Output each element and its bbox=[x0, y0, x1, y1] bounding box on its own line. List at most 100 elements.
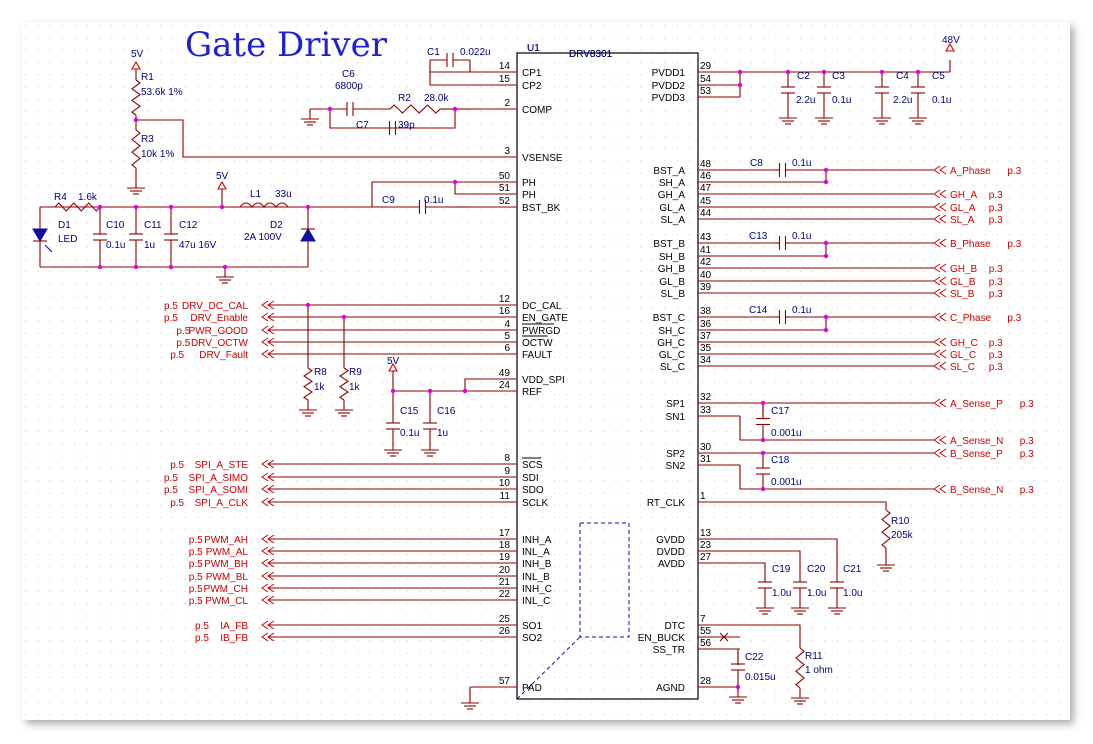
led-d1 bbox=[32, 228, 48, 243]
net-flag bbox=[267, 558, 275, 568]
net-label: DRV_OCTW bbox=[191, 338, 249, 349]
pin-number: 25 bbox=[499, 614, 511, 625]
pin-name: SH_B bbox=[659, 252, 685, 263]
net-flag bbox=[261, 620, 269, 630]
pin-name: SH_A bbox=[659, 178, 685, 189]
wire bbox=[131, 129, 141, 169]
pin-name: GL_A bbox=[659, 203, 685, 214]
pin-number: 11 bbox=[500, 491, 511, 502]
net-flag bbox=[267, 620, 275, 630]
net-flag bbox=[267, 472, 275, 482]
junction-dot bbox=[760, 486, 766, 492]
net-flag bbox=[267, 300, 275, 310]
component-label: 1.0u bbox=[807, 588, 826, 599]
component-label: C21 bbox=[843, 564, 862, 575]
component-label: C18 bbox=[771, 455, 790, 466]
component-label: C4 bbox=[896, 71, 909, 82]
net-label: B_Phase bbox=[950, 239, 991, 250]
pin-number: 24 bbox=[499, 380, 511, 391]
net-flag bbox=[933, 214, 941, 224]
net-flag bbox=[261, 571, 269, 581]
power-arrow bbox=[388, 362, 398, 372]
net-flag bbox=[933, 238, 941, 248]
net-label: PWM_CL bbox=[205, 596, 248, 607]
page-title: Gate Driver bbox=[185, 25, 388, 65]
pin-name: REF bbox=[522, 387, 542, 398]
net-flag bbox=[939, 337, 947, 347]
net-flag bbox=[933, 349, 941, 359]
component-label: R10 bbox=[891, 516, 910, 527]
net-label: SPI_A_SIMO bbox=[189, 473, 249, 484]
net-page-ref: p.5 bbox=[189, 584, 203, 595]
net-label: PWM_AL bbox=[206, 547, 249, 558]
component-label: 0.1u bbox=[400, 428, 419, 439]
net-flag bbox=[261, 349, 269, 359]
component-label: R3 bbox=[141, 134, 154, 145]
pin-name: INL_A bbox=[522, 547, 550, 558]
pin-name: INL_C bbox=[522, 596, 550, 607]
inductor-l1 bbox=[239, 202, 289, 208]
pin-name: GH_C bbox=[657, 338, 685, 349]
net-flag bbox=[939, 165, 947, 175]
pin-name: SP1 bbox=[666, 399, 685, 410]
net-flag bbox=[939, 361, 947, 371]
net-flag bbox=[939, 398, 947, 408]
net-page-ref: p.5 bbox=[176, 338, 190, 349]
net-page-ref: p.3 bbox=[1007, 166, 1021, 177]
pin-name: CP2 bbox=[522, 81, 542, 92]
component-label: R2 bbox=[398, 93, 411, 104]
net-page-ref: p.5 bbox=[164, 473, 178, 484]
junction-dot bbox=[823, 327, 829, 333]
component-label: LED bbox=[58, 234, 77, 245]
wire bbox=[881, 509, 891, 549]
pin-number: 18 bbox=[499, 540, 511, 551]
wire bbox=[371, 181, 455, 207]
pin-name: SL_B bbox=[661, 289, 686, 300]
net-flag bbox=[261, 472, 269, 482]
component-label: 0.022u bbox=[460, 47, 491, 58]
component-label: 0.1u bbox=[792, 305, 811, 316]
net-flag bbox=[261, 632, 269, 642]
net-page-ref: p.3 bbox=[989, 350, 1003, 361]
pin-number: 26 bbox=[499, 626, 511, 637]
net-page-ref: p.3 bbox=[1020, 485, 1034, 496]
pin-number: 52 bbox=[499, 196, 511, 207]
pin-number: 36 bbox=[700, 319, 712, 330]
wire bbox=[740, 538, 838, 572]
pin-number: 3 bbox=[504, 146, 510, 157]
component-label: 0.1u bbox=[792, 231, 811, 242]
pin-name: PAD bbox=[522, 683, 542, 694]
pin-name: DC_CAL bbox=[522, 301, 562, 312]
net-label: GH_C bbox=[950, 338, 978, 349]
net-flag bbox=[933, 312, 941, 322]
net-flag bbox=[261, 595, 269, 605]
component-label: 33u bbox=[275, 189, 292, 200]
power-arrow bbox=[217, 180, 227, 190]
pin-number: 28 bbox=[700, 676, 712, 687]
pin-number: 47 bbox=[700, 183, 712, 194]
net-flag bbox=[939, 189, 947, 199]
pin-name: OCTW bbox=[522, 338, 553, 349]
net-label: A_Sense_N bbox=[950, 436, 1003, 447]
junction-dot bbox=[760, 437, 766, 443]
net-flag bbox=[261, 546, 269, 556]
component-label: 0.1u bbox=[106, 240, 125, 251]
junction-dot bbox=[821, 69, 827, 75]
pin-name: RT_CLK bbox=[647, 498, 685, 509]
component-label: 2A 100V bbox=[244, 232, 282, 243]
component-label: C9 bbox=[382, 195, 395, 206]
junction-dot bbox=[462, 388, 468, 394]
component-label: C7 bbox=[356, 120, 369, 131]
pin-name: COMP bbox=[522, 105, 552, 116]
wire bbox=[329, 109, 456, 129]
net-flag bbox=[267, 571, 275, 581]
junction-dot bbox=[737, 82, 743, 88]
component-label: R11 bbox=[805, 651, 823, 662]
net-page-ref: p.5 bbox=[195, 633, 209, 644]
component-label: 0.1u bbox=[932, 95, 951, 106]
component-label: C3 bbox=[832, 71, 845, 82]
net-page-ref: p.3 bbox=[1020, 436, 1034, 447]
pin-number: 4 bbox=[504, 319, 510, 330]
net-flag bbox=[933, 165, 941, 175]
